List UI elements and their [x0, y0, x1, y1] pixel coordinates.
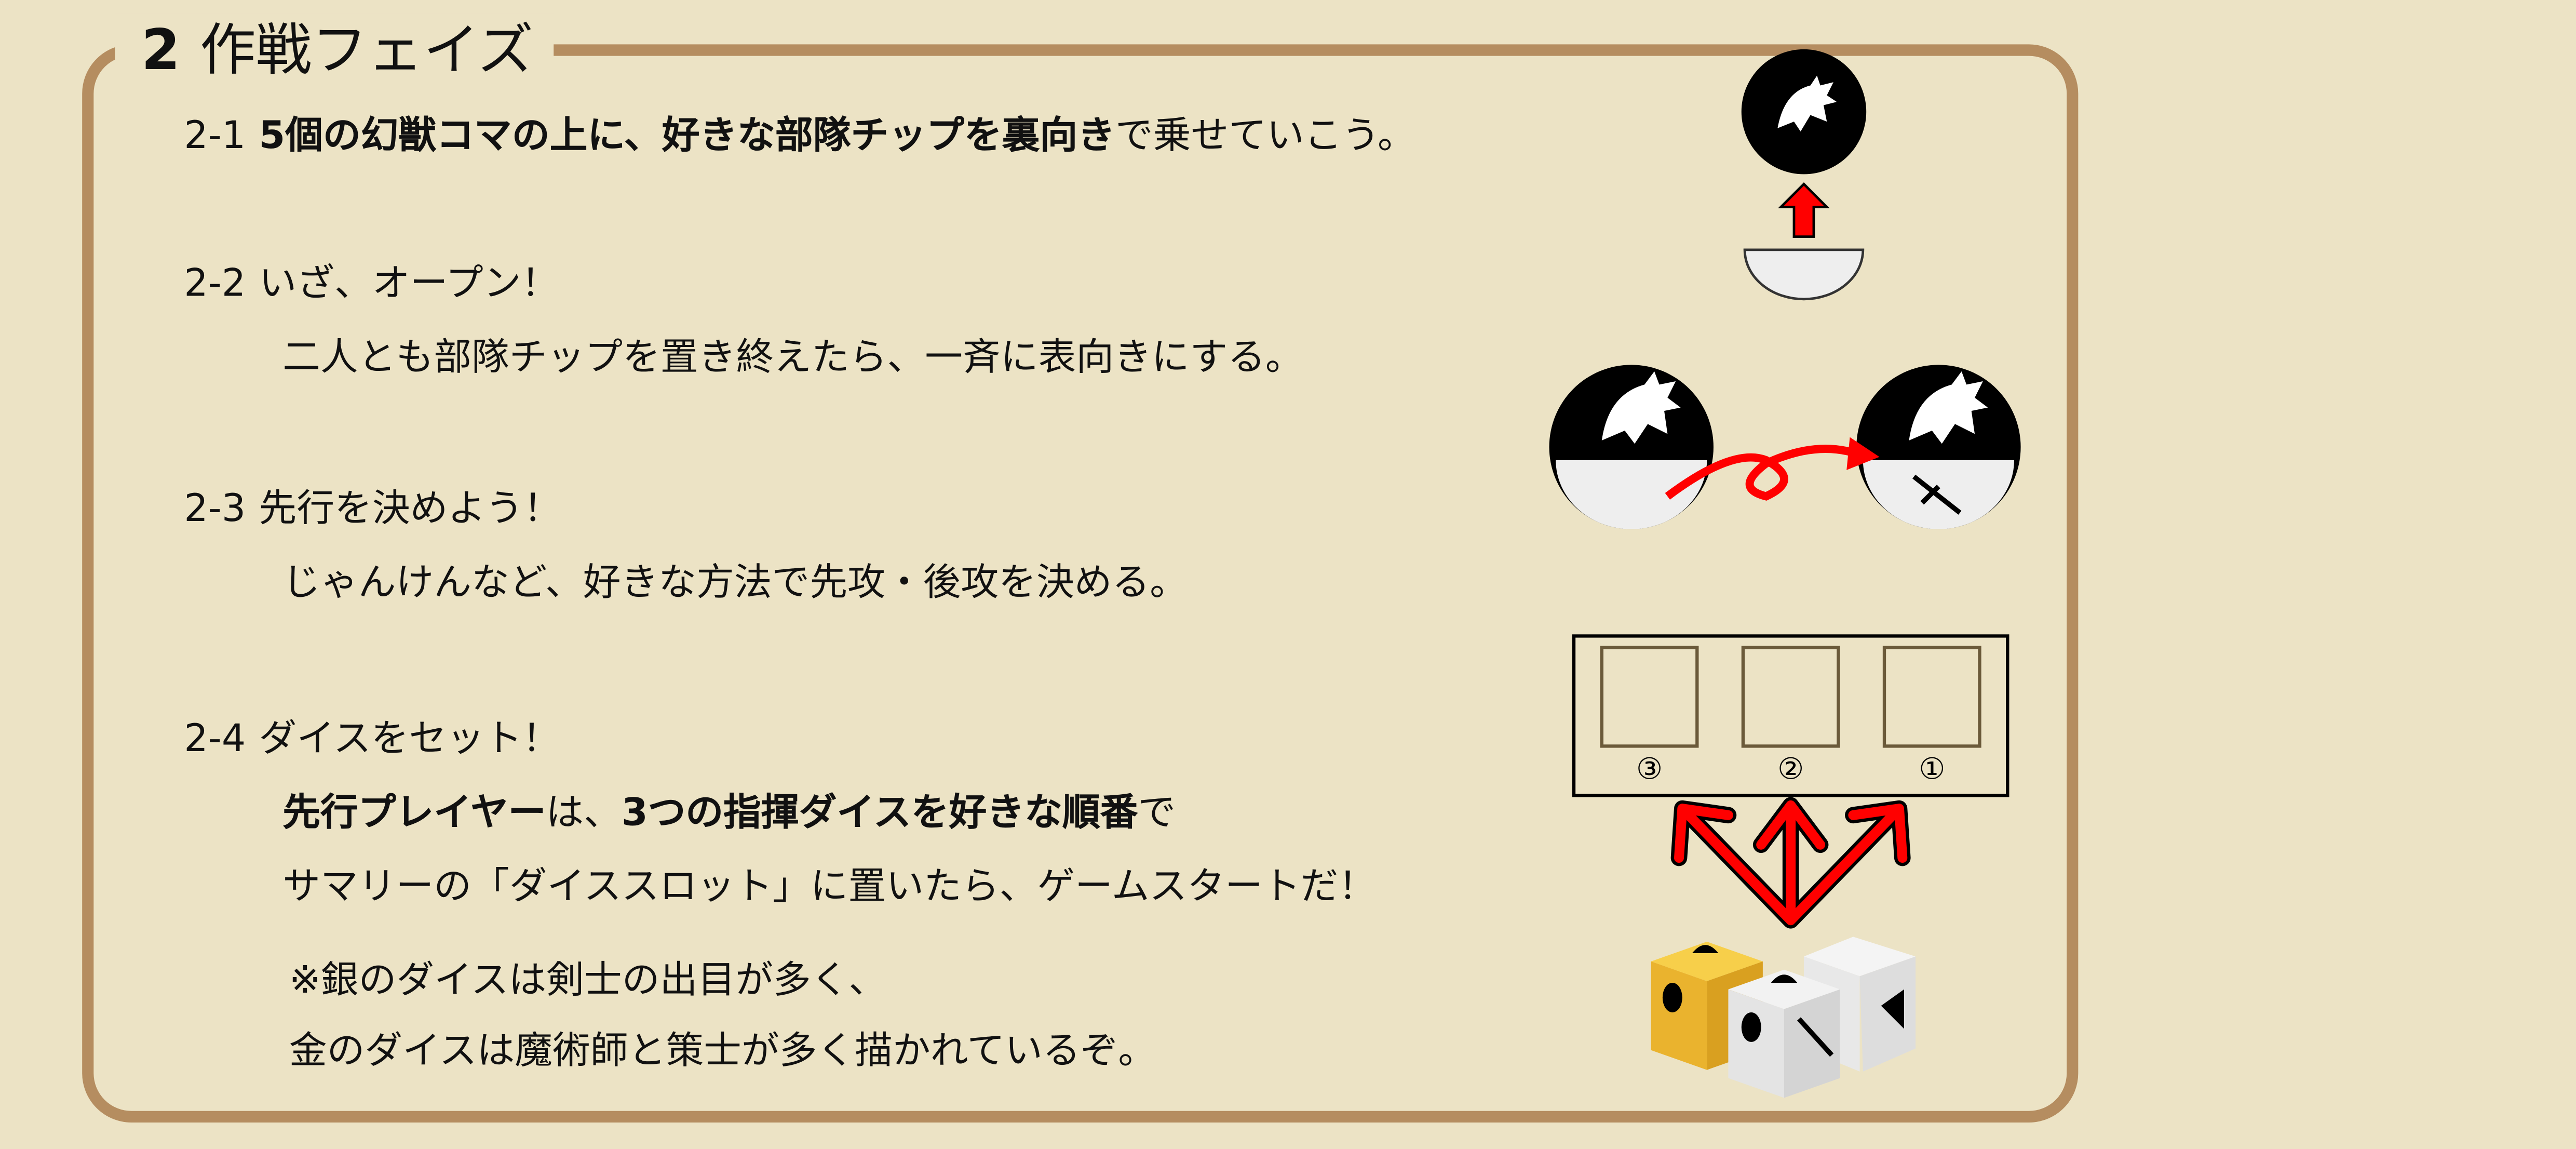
step-heading: ダイスをセット！ — [259, 718, 560, 761]
chip-face-down-icon — [1741, 49, 1867, 175]
step-2-1: 2-1 5個の幻獣コマの上に、好きな部隊チップを裏向きで乗せていこう。 — [184, 112, 1415, 161]
chip-bowl-icon — [1743, 248, 1865, 301]
step-2-3: 2-3 先行を決めよう！ — [184, 485, 561, 534]
step-number: 2-3 — [184, 488, 246, 531]
placement-arrows-icon — [1670, 797, 1911, 929]
chip-front-icon — [1856, 365, 2021, 529]
slot-label: ② — [1777, 752, 1804, 786]
step-body: サマリーの「ダイススロット」に置いたら、ゲームスタートだ！ — [282, 866, 1377, 909]
bold-text: 3つの指揮ダイスを好きな順番 — [621, 792, 1138, 835]
slot-label: ① — [1919, 752, 1945, 786]
text: で — [1138, 792, 1176, 835]
step-heading: 先行を決めよう！ — [259, 488, 561, 531]
flip-arrow-icon — [1665, 445, 1858, 501]
slot-label: ③ — [1636, 752, 1663, 786]
step-text-bold: 5個の幻獣コマの上に、好きな部隊チップを裏向き — [259, 115, 1115, 158]
dice-slot-board: ③ ② ① — [1572, 634, 2009, 797]
step-number: 2-1 — [184, 115, 246, 158]
step-body: じゃんけんなど、好きな方法で先攻・後攻を決める。 — [282, 562, 1188, 605]
note: ※銀のダイスは剣士の出目が多く、 — [289, 959, 887, 1003]
step-2-4: 2-4 ダイスをセット！ — [184, 715, 560, 764]
step-2-2: 2-2 いざ、オープン！ — [184, 260, 559, 309]
up-arrow-icon — [1777, 182, 1830, 238]
section-title: 2 作戦フェイズ — [115, 13, 554, 89]
section-number: 2 — [141, 18, 180, 84]
step-number: 2-4 — [184, 718, 246, 761]
step-body: 先行プレイヤーは、3つの指揮ダイスを好きな順番で — [282, 789, 1176, 838]
section-frame — [82, 44, 2079, 1123]
section-title-text: 作戦フェイズ — [199, 18, 534, 84]
chip-back-icon — [1549, 365, 1714, 529]
text: は、 — [546, 792, 622, 835]
silver-die-front-icon — [1728, 969, 1840, 1098]
step-number: 2-2 — [184, 263, 246, 306]
bold-text: 先行プレイヤー — [282, 792, 546, 835]
step-heading: いざ、オープン！ — [259, 263, 559, 306]
step-body: 二人とも部隊チップを置き終えたら、一斉に表向きにする。 — [282, 337, 1303, 380]
note: 金のダイスは魔術師と策士が多く描かれているぞ。 — [289, 1030, 1156, 1074]
step-text: で乗せていこう。 — [1115, 115, 1415, 158]
